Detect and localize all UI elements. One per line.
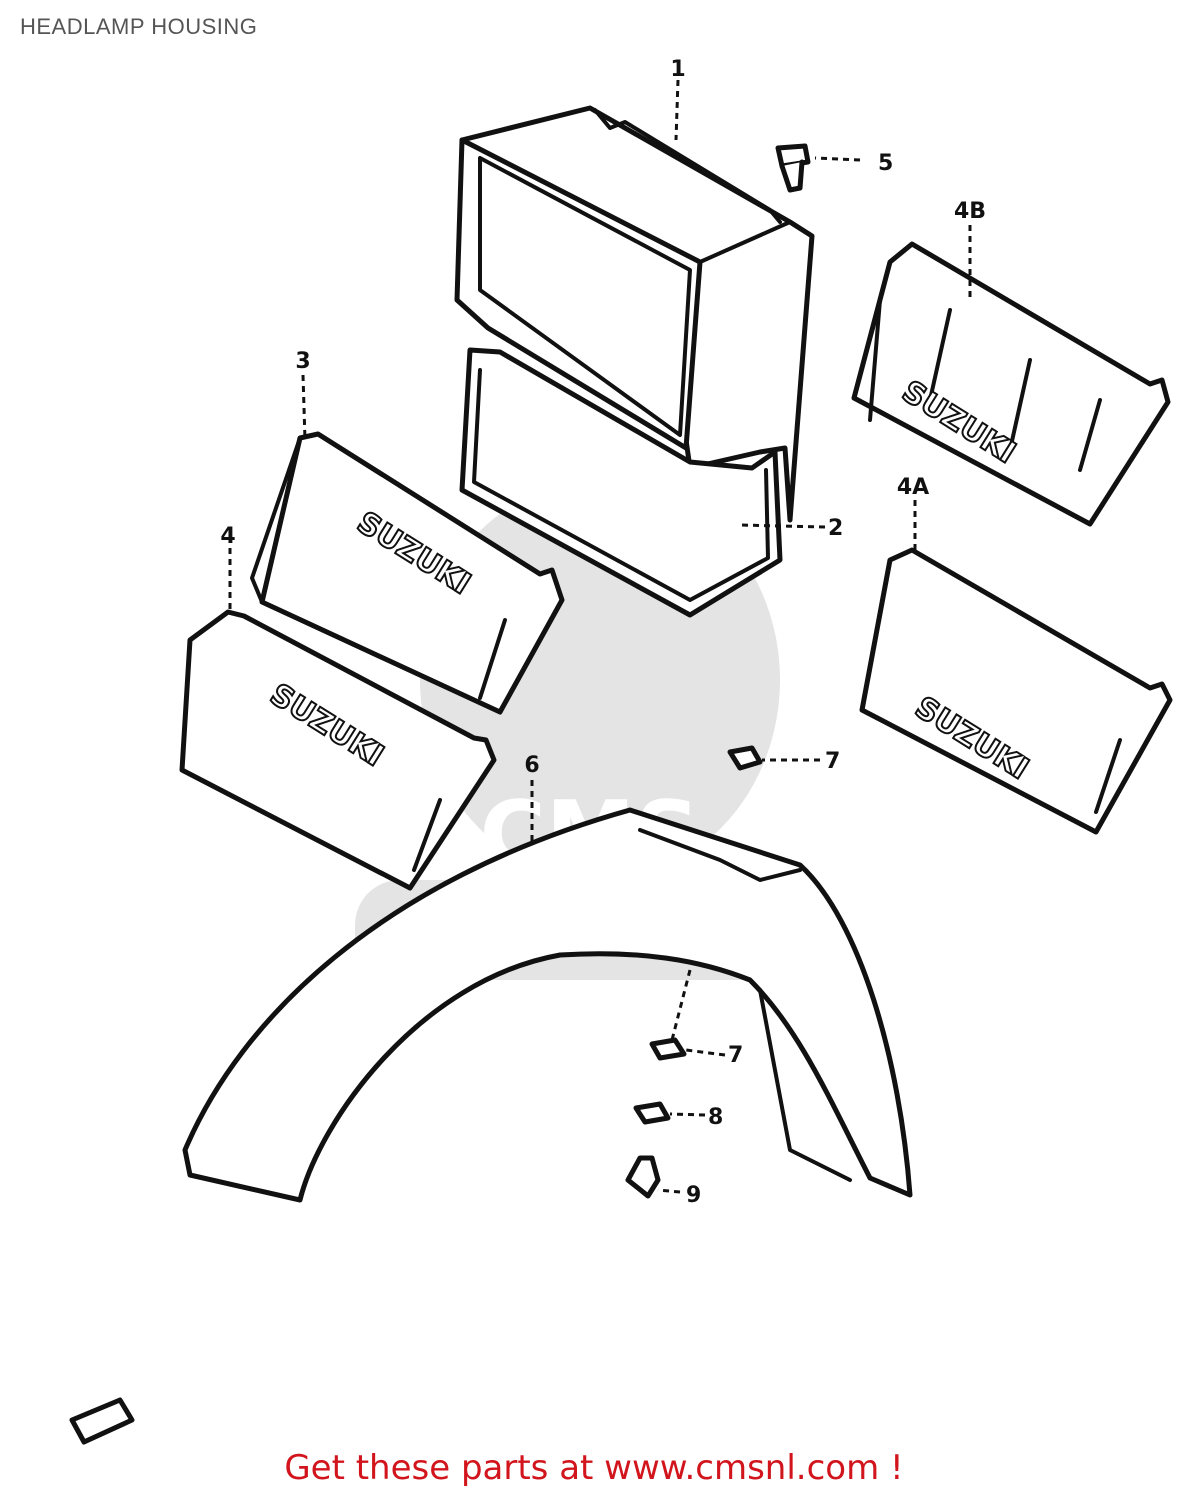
bolt-part-9[interactable] (625, 1155, 661, 1199)
frame-direction-icon (69, 1397, 135, 1445)
headlamp-housing[interactable] (454, 105, 815, 523)
headlamp-rim[interactable] (459, 347, 783, 618)
headlamp-cover-4a[interactable]: SUZUKI (859, 547, 1173, 835)
callout-8: 8 (708, 1105, 723, 1130)
callout-1: 1 (670, 57, 685, 82)
callout-7-upper: 7 (825, 749, 840, 774)
callout-4: 4 (220, 524, 235, 549)
headlamp-cover-4[interactable]: SUZUKI (179, 609, 497, 891)
leader-lines (228, 79, 972, 1194)
promo-link[interactable]: Get these parts at www.cmsnl.com ! (284, 1448, 904, 1488)
screw-part-5[interactable] (775, 143, 811, 193)
callout-9: 9 (686, 1183, 701, 1208)
washer-part-8[interactable] (633, 1101, 671, 1125)
page-title: HEADLAMP HOUSING (20, 14, 258, 39)
callout-4b: 4B (954, 199, 986, 224)
nut-part-7-lower[interactable] (649, 1037, 687, 1061)
callout-5: 5 (878, 151, 893, 176)
callout-2: 2 (828, 516, 843, 541)
callout-4a: 4A (897, 475, 929, 500)
front-fender[interactable] (182, 807, 913, 1203)
nut-part-7-upper[interactable] (727, 745, 763, 771)
callout-3: 3 (295, 349, 310, 374)
callout-6: 6 (524, 753, 539, 778)
headlamp-cover-3[interactable]: SUZUKI (250, 431, 565, 715)
callout-7-lower: 7 (728, 1043, 743, 1068)
